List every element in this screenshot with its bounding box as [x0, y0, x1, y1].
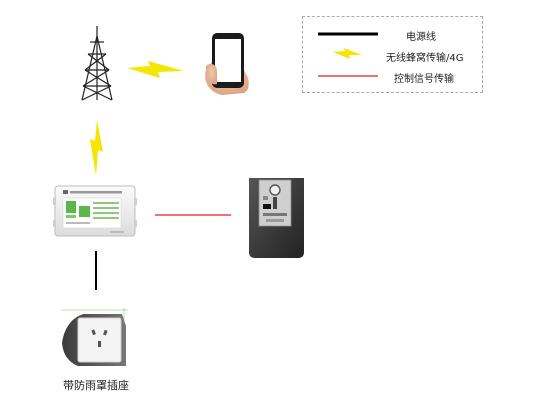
legend-label-wireless: 无线蜂窝传输/4G — [386, 53, 464, 64]
wireless-signal-bolt-vertical — [90, 120, 103, 176]
wireless-signal-bolt-horizontal — [127, 61, 184, 78]
control-box-icon — [53, 185, 137, 237]
cell-tower-icon — [81, 26, 113, 101]
legend-label-control: 控制信号传输 — [394, 74, 454, 85]
socket-caption: 带防雨罩插座 — [63, 379, 129, 392]
rain-cover-socket-icon — [62, 308, 128, 366]
legend-wireless-swatch — [333, 48, 362, 59]
legend — [302, 16, 483, 93]
smartphone-icon — [205, 33, 249, 95]
legend-label-power: 电源线 — [406, 32, 436, 43]
coin-acceptor-icon — [249, 178, 304, 258]
